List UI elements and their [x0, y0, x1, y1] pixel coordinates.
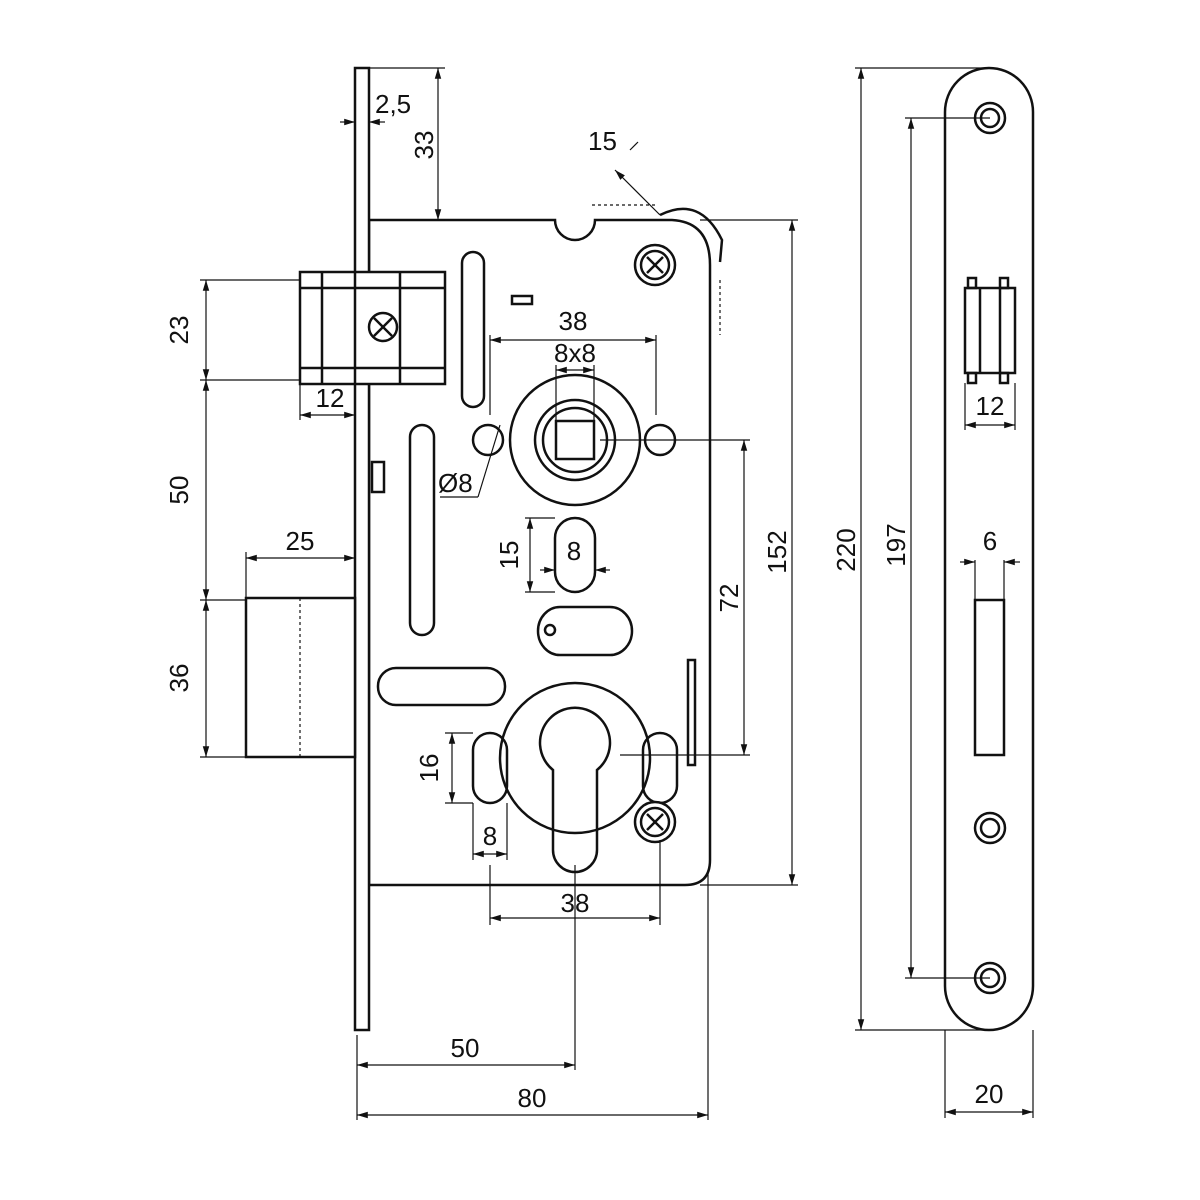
- dimension-labels: 2,5 33 15 38 8x8 23 12 50 Ø8 25 15 8 72 …: [164, 89, 1004, 1113]
- label-hole-diameter: Ø8: [438, 468, 473, 498]
- label-lever-angle: 15: [588, 126, 617, 156]
- label-strike-latch-width: 12: [976, 391, 1005, 421]
- faceplate: [353, 66, 371, 1032]
- faceplate-clip: [370, 460, 386, 494]
- label-faceplate-thickness: 2,5: [375, 89, 411, 119]
- label-center-distance: 72: [714, 584, 744, 613]
- label-spindle-spacing: 38: [559, 306, 588, 336]
- label-slot-width: 8: [567, 536, 581, 566]
- label-strike-length: 220: [831, 528, 861, 571]
- label-body-depth: 80: [518, 1083, 547, 1113]
- label-spindle-square: 8x8: [554, 338, 596, 368]
- label-backset: 50: [451, 1033, 480, 1063]
- lock-body: [367, 204, 724, 887]
- screw-top-icon: [633, 243, 677, 287]
- screw-bottom-icon: [633, 800, 677, 844]
- deadbolt: [244, 596, 357, 759]
- screw-latch-icon: [367, 311, 399, 343]
- latch-bolt: [298, 270, 447, 386]
- label-latch-height: 23: [164, 316, 194, 345]
- label-strike-screw-spacing: 197: [881, 523, 911, 566]
- label-cyl-hole-height: 16: [414, 754, 444, 783]
- dimension-lines: [200, 67, 1034, 1120]
- label-bolt-height: 36: [164, 664, 194, 693]
- label-cyl-hole-spacing: 38: [561, 888, 590, 918]
- label-latch-projection: 12: [316, 383, 345, 413]
- label-slot-height: 15: [494, 541, 524, 570]
- label-top-offset: 33: [409, 131, 439, 160]
- label-strike-bolt-width: 6: [983, 526, 997, 556]
- label-cyl-hole-width: 8: [483, 821, 497, 851]
- label-latch-to-bolt: 50: [164, 476, 194, 505]
- lever-arm: [659, 207, 724, 263]
- label-bolt-projection: 25: [286, 526, 315, 556]
- label-body-height: 152: [762, 530, 792, 573]
- label-strike-width: 20: [975, 1079, 1004, 1109]
